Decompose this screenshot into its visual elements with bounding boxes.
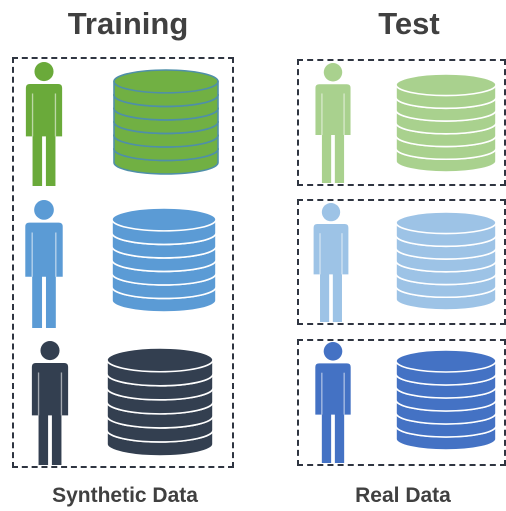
test-box-1 [297,59,506,186]
synthetic-data-caption: Synthetic Data [52,484,198,507]
test-light-green-database-icon [395,73,497,173]
training-green-person-icon [25,62,63,186]
test-light-green-person-icon [315,62,351,183]
training-blue-database-icon [111,207,217,313]
test-box-2 [297,199,506,325]
training-dark-navy-person-icon [31,341,69,465]
training-box [12,57,234,468]
test-light-blue-person-icon [313,203,349,322]
real-data-caption: Real Data [355,484,451,507]
training-green-database-icon [113,69,219,175]
test-royal-blue-person-icon [315,342,351,463]
test-heading: Test [378,6,440,41]
test-light-blue-database-icon [395,211,497,311]
training-dark-navy-database-icon [106,347,214,457]
test-box-3 [297,339,506,466]
training-heading: Training [67,6,189,41]
test-royal-blue-database-icon [395,349,497,451]
training-blue-person-icon [25,200,63,328]
